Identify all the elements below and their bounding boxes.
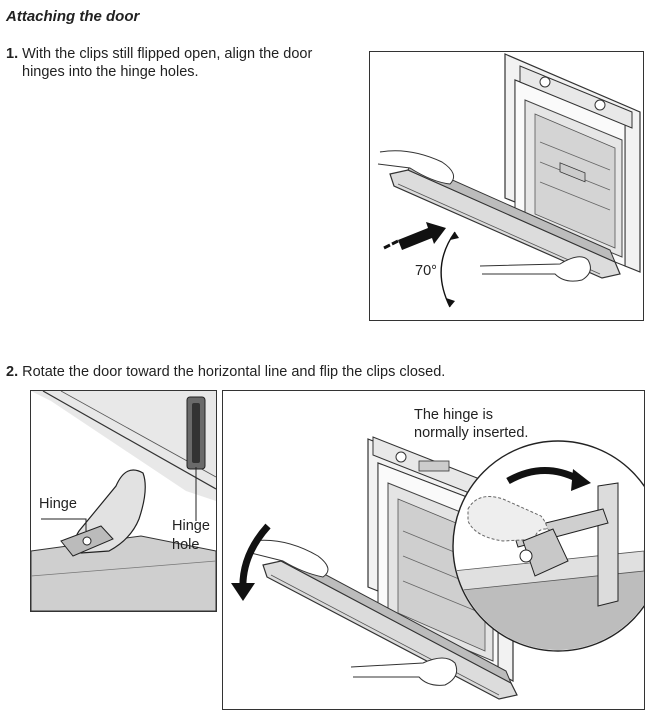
hinge-hole-label-line2: hole — [172, 537, 200, 553]
angle-label: 70° — [415, 263, 437, 279]
step-1-text-line1: With the clips still flipped open, align… — [22, 46, 313, 62]
step-1-number: 1. — [6, 46, 19, 62]
figure-hinge-closeup: Hinge Hinge hole — [30, 390, 217, 612]
hinge-inserted-callout: The hinge is normally inserted. — [414, 406, 528, 442]
hinge-closeup-illustration — [31, 391, 216, 611]
step-1-text-line2: hinges into the hinge holes. — [22, 64, 199, 80]
step-2-text: Rotate the door toward the horizontal li… — [22, 364, 446, 380]
figure-align-hinges: 70° — [369, 51, 644, 321]
hinge-inserted-callout-line1: The hinge is — [414, 407, 493, 423]
hinge-hole-label-line1: Hinge — [172, 518, 210, 534]
hinge-label: Hinge — [39, 496, 77, 512]
step-2-instruction: 2. Rotate the door toward the horizontal… — [6, 363, 526, 381]
step-2-number: 2. — [6, 364, 19, 380]
step-1-instruction: 1. With the clips still flipped open, al… — [6, 45, 346, 81]
oven-door-open-illustration — [377, 53, 641, 308]
oven-door-rotate-illustration — [231, 436, 644, 700]
figure-rotate-door: The hinge is normally inserted. — [222, 390, 645, 710]
page-title: Attaching the door — [6, 8, 140, 25]
hinge-hole-label: Hinge hole — [172, 517, 210, 555]
hinge-inserted-callout-line2: normally inserted. — [414, 425, 529, 441]
